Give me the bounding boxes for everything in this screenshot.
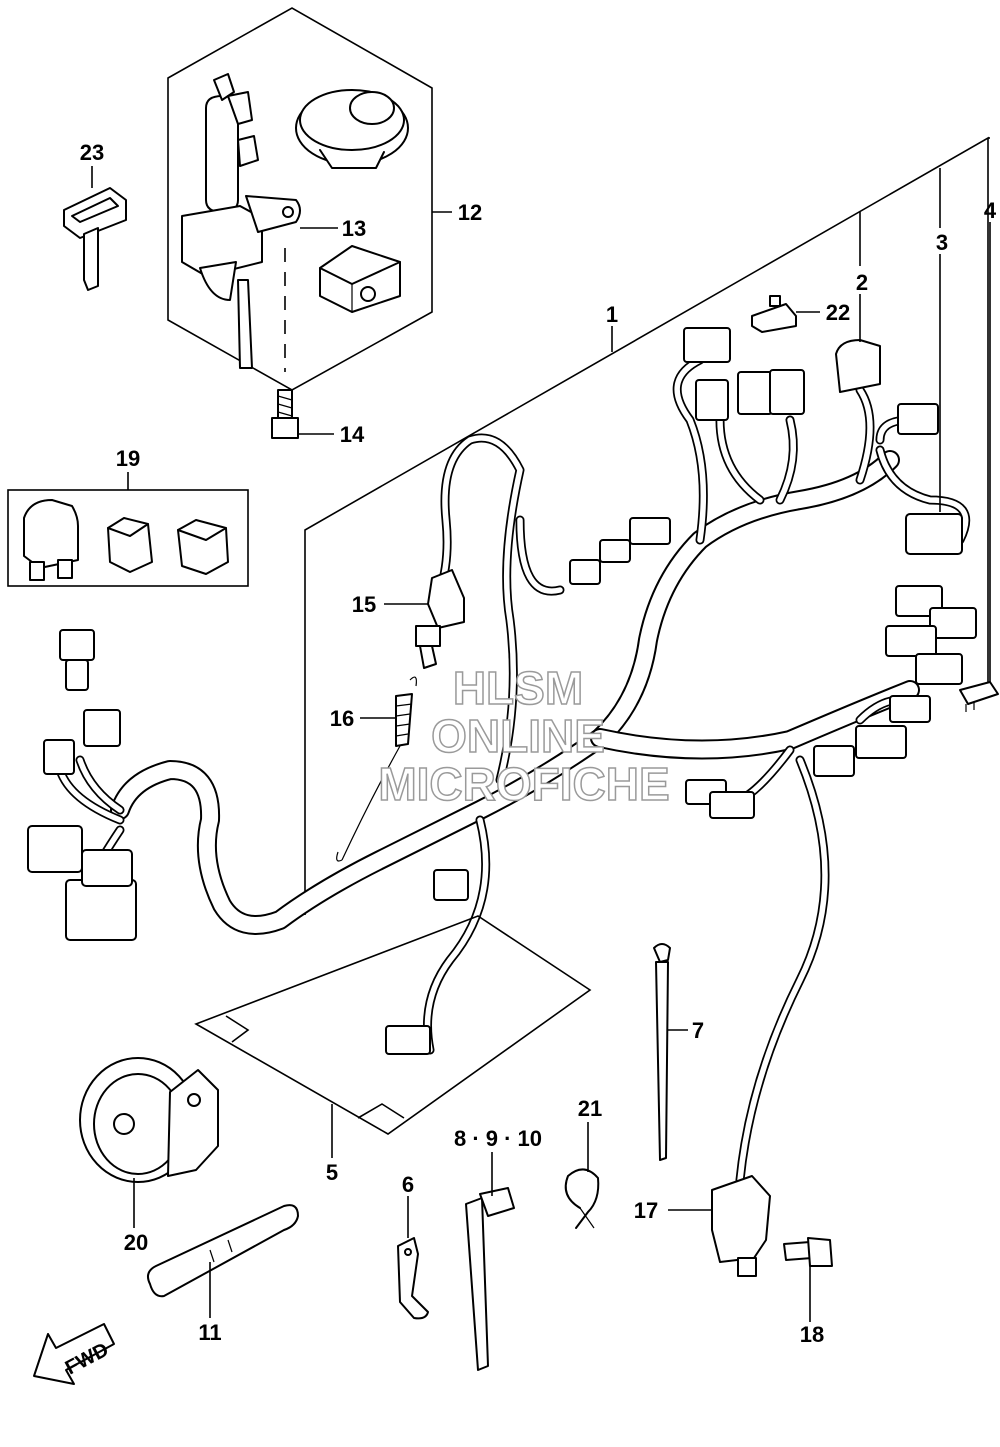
- ignition-switch-set-frame: [167, 7, 433, 391]
- callout-22: 22: [826, 300, 850, 325]
- callout-16: 16: [330, 706, 354, 731]
- wire-clip-21: [564, 1168, 600, 1229]
- harness-group-frame: [304, 136, 990, 915]
- callout-20: 20: [124, 1230, 148, 1255]
- spring-16: [336, 676, 417, 862]
- cable-tie-7: [653, 943, 671, 1161]
- watermark-line1: HLSM: [453, 662, 583, 714]
- watermark-line3: MICROFICHE: [378, 758, 669, 810]
- callout-17: 17: [634, 1198, 658, 1223]
- clamp-11: [147, 1204, 299, 1298]
- bracket-6: [397, 1237, 429, 1320]
- sensor-17: [711, 1175, 771, 1277]
- plug-4: [959, 681, 999, 712]
- cable-tie-8-9-10: [465, 1187, 515, 1371]
- brake-switch-15: [415, 569, 465, 669]
- callout-19: 19: [116, 446, 140, 471]
- callout-13: 13: [342, 216, 366, 241]
- leader-lines: [91, 166, 991, 1322]
- watermark-line2: ONLINE: [431, 710, 605, 762]
- callout-23: 23: [80, 140, 104, 165]
- fwd-arrow: FWD: [33, 1323, 115, 1385]
- callout-15: 15: [352, 592, 376, 617]
- callout-12: 12: [458, 200, 482, 225]
- watermark: HLSM ONLINE MICROFICHE: [378, 661, 671, 811]
- callout-6: 6: [402, 1172, 414, 1197]
- callout-2: 2: [856, 270, 868, 295]
- callout-21: 21: [578, 1096, 602, 1121]
- callout-8-9-10: 8 · 9 · 10: [454, 1126, 542, 1151]
- callout-1: 1: [606, 302, 618, 327]
- callout-11: 11: [198, 1320, 221, 1345]
- connector-caps-box: [7, 489, 249, 587]
- callout-7: 7: [692, 1018, 704, 1043]
- callout-18: 18: [800, 1322, 824, 1347]
- lock-body: [319, 245, 401, 313]
- horn-20: [79, 1057, 219, 1183]
- screw-14: [271, 389, 299, 439]
- sheet-5: [194, 915, 592, 1135]
- lock-cover-round: [295, 89, 409, 169]
- harness-connectors: [27, 327, 977, 1055]
- key-23: [63, 187, 127, 291]
- callout-numbers: 1 2 3 4 5 6 7 8 · 9 · 10 11 12 13 14 15 …: [80, 140, 997, 1347]
- callout-14: 14: [340, 422, 365, 447]
- ignition-switch: [181, 73, 301, 369]
- callout-3: 3: [936, 230, 948, 255]
- bolt-18: [783, 1237, 833, 1267]
- connector-22: [751, 295, 797, 333]
- callout-4: 4: [984, 198, 997, 223]
- callout-5: 5: [326, 1160, 338, 1185]
